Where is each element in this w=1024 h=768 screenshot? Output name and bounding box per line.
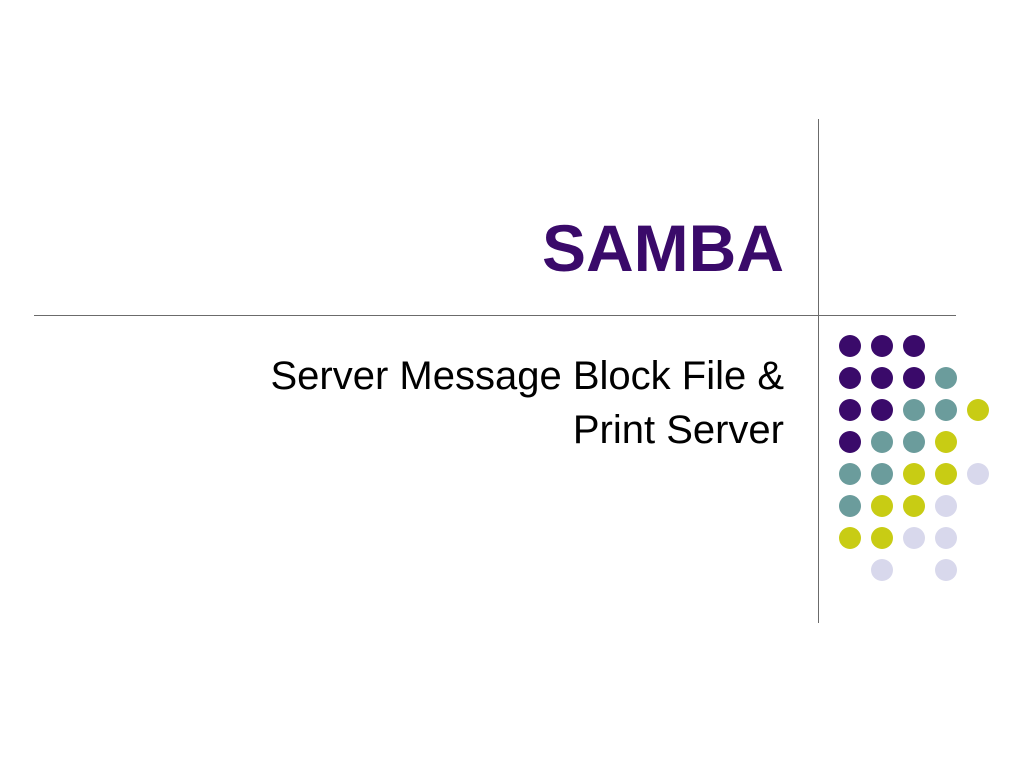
- dot-lime: [903, 495, 925, 517]
- dot-teal: [935, 367, 957, 389]
- dot-lime: [871, 495, 893, 517]
- dot-teal: [839, 495, 861, 517]
- dot-teal: [903, 431, 925, 453]
- dot-dark_purple: [839, 399, 861, 421]
- dot-lime: [935, 463, 957, 485]
- dot-lime: [967, 399, 989, 421]
- dot-dark_purple: [839, 367, 861, 389]
- dot-teal: [839, 463, 861, 485]
- horizontal-divider: [34, 315, 956, 316]
- dot-lavender: [935, 527, 957, 549]
- dot-dark_purple: [871, 367, 893, 389]
- dot-dark_purple: [839, 431, 861, 453]
- dot-dark_purple: [871, 335, 893, 357]
- dot-lavender: [871, 559, 893, 581]
- dot-dark_purple: [839, 335, 861, 357]
- dot-lime: [839, 527, 861, 549]
- dot-lime: [903, 463, 925, 485]
- dot-dark_purple: [903, 335, 925, 357]
- dot-teal: [903, 399, 925, 421]
- dot-dark_purple: [903, 367, 925, 389]
- subtitle-line-1: Server Message Block File &: [270, 354, 784, 398]
- dot-lavender: [935, 495, 957, 517]
- dot-lavender: [935, 559, 957, 581]
- subtitle-line-2: Print Server: [572, 408, 784, 452]
- dot-lavender: [903, 527, 925, 549]
- slide-subtitle: Server Message Block File & Print Server: [164, 349, 784, 457]
- dot-teal: [935, 399, 957, 421]
- dot-lavender: [967, 463, 989, 485]
- dot-teal: [871, 431, 893, 453]
- dot-lime: [871, 527, 893, 549]
- slide-title: SAMBA: [542, 211, 784, 285]
- dot-teal: [871, 463, 893, 485]
- vertical-divider: [818, 119, 819, 623]
- dot-lime: [935, 431, 957, 453]
- dot-dark_purple: [871, 399, 893, 421]
